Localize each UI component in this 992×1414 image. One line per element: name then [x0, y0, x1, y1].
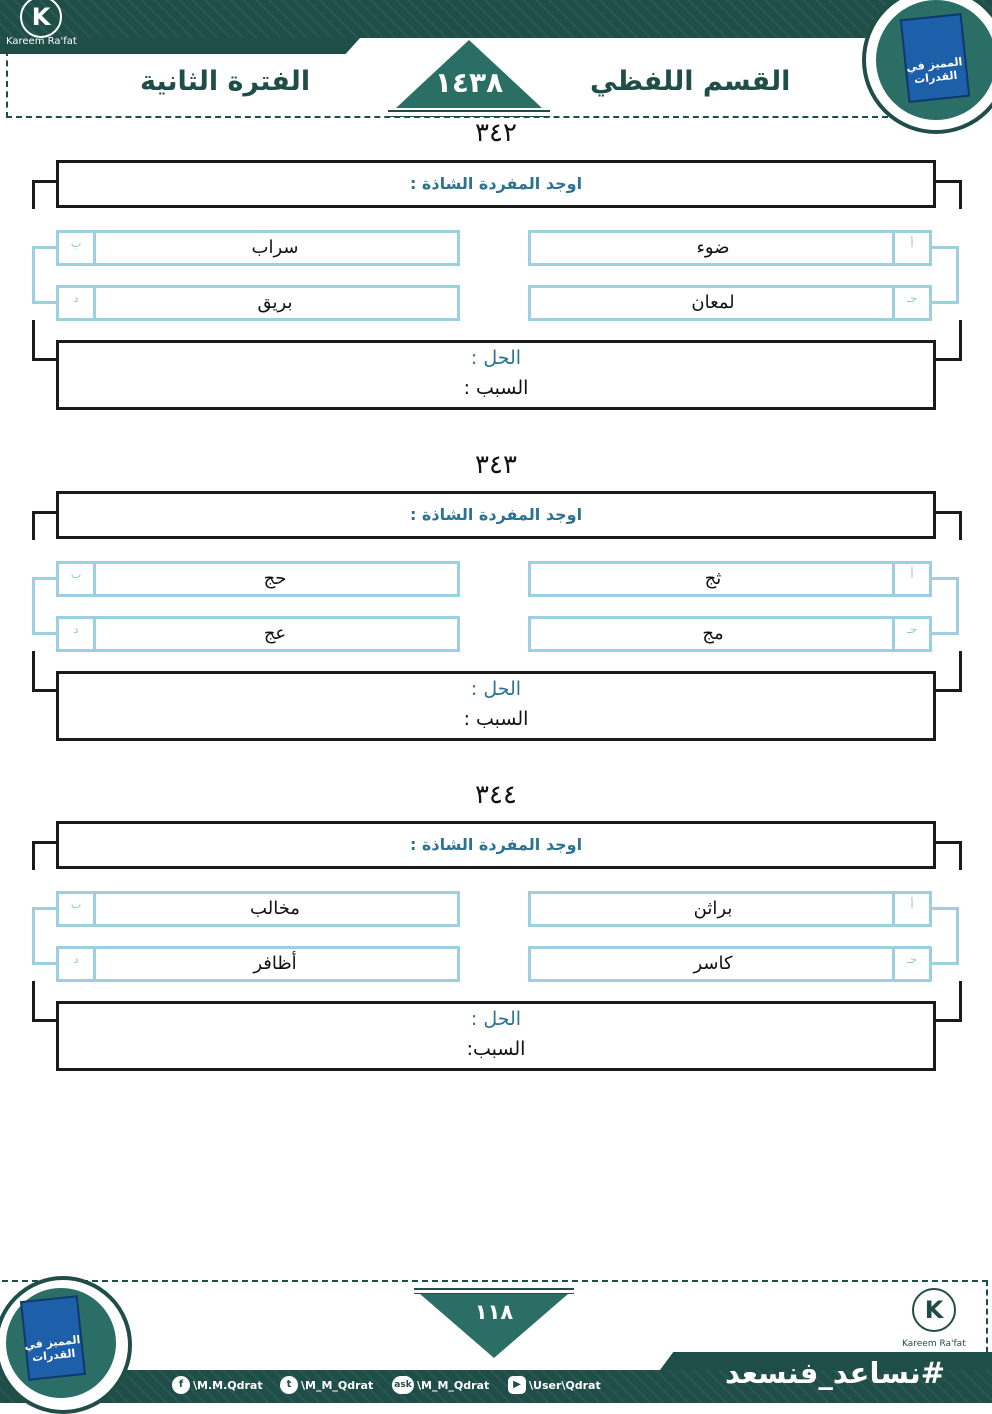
social-ask[interactable]: ask \M_M_Qdrat: [392, 1376, 489, 1394]
solution-label: الحل :: [470, 678, 522, 700]
facebook-icon: f: [172, 1376, 190, 1394]
option-letter: ب: [59, 564, 96, 594]
question-prompt: اوجد المفردة الشاذة :: [56, 491, 936, 539]
option-d[interactable]: د بريق: [56, 285, 460, 321]
page-number-overline: [414, 1288, 574, 1294]
option-text: ثج: [704, 568, 722, 589]
option-a[interactable]: ضوء أ: [528, 230, 932, 266]
option-text: سراب: [251, 237, 299, 258]
twitter-handle: \M_M_Qdrat: [301, 1378, 374, 1392]
question-number: ٣٤٢: [475, 118, 517, 148]
option-letter: أ: [892, 564, 929, 594]
solution-box[interactable]: الحل : السبب :: [56, 340, 936, 410]
option-letter: جـ: [892, 949, 929, 979]
solution-box[interactable]: الحل : السبب:: [56, 1001, 936, 1071]
option-letter: أ: [892, 233, 929, 263]
option-text: بريق: [257, 292, 293, 313]
year-label: ١٤٣٨: [434, 66, 504, 99]
social-facebook[interactable]: f \M.M.Qdrat: [172, 1376, 263, 1394]
option-text: كاسر: [693, 953, 733, 974]
option-a[interactable]: براثن أ: [528, 891, 932, 927]
left-option-bracket: [32, 246, 59, 304]
facebook-handle: \M.M.Qdrat: [193, 1378, 263, 1392]
left-option-bracket: [32, 577, 59, 635]
footer-band: [0, 1370, 992, 1403]
option-text: مج: [702, 623, 724, 644]
header-band-step: [0, 38, 360, 54]
solution-label: الحل :: [470, 1008, 522, 1030]
option-text: براثن: [693, 898, 733, 919]
option-letter: أ: [892, 894, 929, 924]
ask-handle: \M_M_Qdrat: [417, 1378, 490, 1392]
option-letter: د: [59, 619, 96, 649]
youtube-handle: \User\Qdrat: [529, 1378, 601, 1392]
option-letter: جـ: [892, 288, 929, 318]
option-text: لمعان: [691, 292, 735, 313]
reason-label: السبب :: [463, 377, 529, 399]
option-letter: ب: [59, 894, 96, 924]
header-band: [0, 0, 992, 38]
option-text: ضوء: [696, 237, 730, 258]
question-prompt: اوجد المفردة الشاذة :: [56, 160, 936, 208]
question-number: ٣٤٣: [475, 450, 517, 480]
option-d[interactable]: د عج: [56, 616, 460, 652]
right-option-bracket: [930, 907, 959, 965]
left-option-bracket: [32, 907, 59, 965]
period-title: الفترة الثانية: [140, 66, 311, 97]
option-c[interactable]: لمعان جـ: [528, 285, 932, 321]
question-number: ٣٤٤: [475, 780, 517, 810]
option-text: حج: [263, 568, 287, 589]
youtube-icon: ▶: [508, 1376, 526, 1394]
footer-band-step: [660, 1352, 992, 1370]
option-text: مخالب: [250, 898, 300, 919]
option-b[interactable]: ب مخالب: [56, 891, 460, 927]
footer-author-logo-icon: K: [912, 1288, 956, 1332]
page-number: ١١٨: [474, 1300, 514, 1324]
option-c[interactable]: كاسر جـ: [528, 946, 932, 982]
section-title: القسم اللفظي: [590, 66, 791, 97]
option-d[interactable]: د أظافر: [56, 946, 460, 982]
reason-label: السبب:: [466, 1038, 526, 1060]
option-c[interactable]: مج جـ: [528, 616, 932, 652]
footer-author-name: Kareem Ra'fat: [902, 1339, 966, 1349]
social-youtube[interactable]: ▶ \User\Qdrat: [508, 1376, 601, 1394]
solution-box[interactable]: الحل : السبب :: [56, 671, 936, 741]
option-b[interactable]: ب سراب: [56, 230, 460, 266]
solution-label: الحل :: [470, 347, 522, 369]
reason-label: السبب :: [463, 708, 529, 730]
footer-dashed-frame: [2, 1280, 988, 1372]
right-option-bracket: [930, 577, 959, 635]
author-logo-icon: K: [20, 0, 62, 38]
right-option-bracket: [930, 246, 959, 304]
question-prompt: اوجد المفردة الشاذة :: [56, 821, 936, 869]
option-text: عج: [263, 623, 287, 644]
option-letter: جـ: [892, 619, 929, 649]
option-letter: د: [59, 949, 96, 979]
option-a[interactable]: ثج أ: [528, 561, 932, 597]
option-b[interactable]: ب حج: [56, 561, 460, 597]
footer-hashtag: #نساعد_فنسعد: [724, 1356, 946, 1390]
option-letter: ب: [59, 233, 96, 263]
twitter-icon: t: [280, 1376, 298, 1394]
option-text: أظافر: [253, 953, 297, 974]
header-dashed-frame: [6, 50, 888, 118]
year-underline: [388, 110, 550, 117]
option-letter: د: [59, 288, 96, 318]
author-name: Kareem Ra'fat: [6, 36, 77, 47]
social-twitter[interactable]: t \M_M_Qdrat: [280, 1376, 373, 1394]
ask-icon: ask: [392, 1376, 414, 1394]
